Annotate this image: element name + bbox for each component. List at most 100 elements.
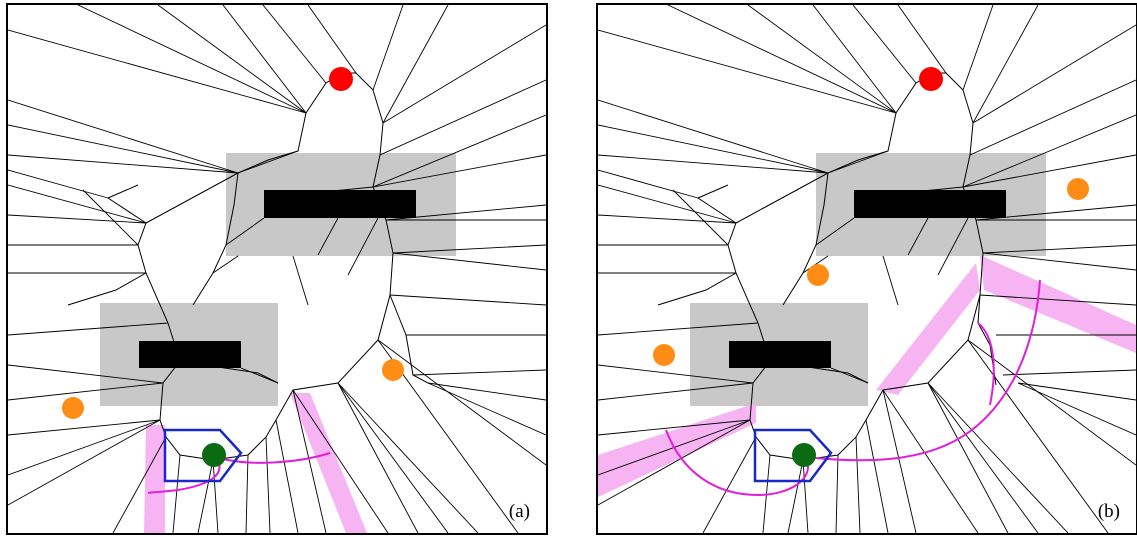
radial-lines [8,5,546,533]
voronoi-ray [802,459,809,533]
voronoi-ray [672,189,729,246]
voronoi-ray [347,217,379,276]
voronoi-ray [747,5,897,114]
voronoi-ray [598,169,699,199]
voronoi-ray [317,217,339,256]
voronoi-ray [382,24,546,124]
voronoi-ray [598,322,759,336]
voronoi-ray [1002,369,1136,376]
voronoi-ray [927,382,1069,533]
corridor-left [598,403,756,497]
voronoi-ray [292,255,309,306]
robot-footprint [753,428,833,483]
trajectory-left [665,429,809,497]
panel-label-a: (a) [508,501,530,522]
voronoi-ray [382,5,449,124]
voronoi-ray [812,5,897,114]
voronoi-ray [389,294,546,306]
voronoi-ray [307,5,357,74]
voronoi-ray [598,382,754,401]
voronoi-ray [372,114,546,188]
robot-marker [202,443,226,467]
corridor-right-lower [876,263,980,395]
other-robot [382,359,404,381]
voronoi-ray [372,154,546,188]
corridor-left [144,425,165,533]
voronoi-ray [197,459,214,533]
voronoi-ray [292,389,327,533]
voronoi-ray [8,154,239,174]
voronoi-diagram-b [598,5,1136,533]
voronoi-ray [240,367,279,384]
other-robot [653,344,675,366]
radial-lines [598,5,1136,533]
other-robot [807,264,829,286]
voronoi-ray [212,459,219,533]
voronoi-ray [598,99,829,174]
goal-marker [329,67,353,91]
voronoi-ray [972,24,1136,124]
voronoi-ray [598,124,829,174]
voronoi-ray [702,436,757,533]
voronoi-diagram-a [8,5,546,533]
voronoi-ray [815,217,855,246]
voronoi-ray [379,79,546,156]
voronoi-ray [265,436,271,533]
voronoi-ray [962,154,1136,188]
voronoi-ray [8,364,164,384]
voronoi-ray [982,252,1136,271]
voronoi-ray [225,217,265,246]
voronoi-ray [372,5,404,91]
trajectory-right-branch [977,322,995,406]
voronoi-ray [82,189,139,246]
panel-a: (a) [6,3,548,535]
voronoi-ray [8,214,147,224]
robot-marker [792,443,816,467]
voronoi-ray [237,150,299,174]
voronoi-ray [275,419,299,533]
voronoi-ray [962,5,994,91]
voronoi-ray [598,419,751,506]
voronoi-ray [598,29,897,114]
voronoi-ray [8,29,307,114]
voronoi-ray [897,5,947,74]
voronoi-ray [157,5,307,114]
voronoi-ray [427,382,546,401]
voronoi-ray [222,5,307,114]
trajectory-right [215,452,331,464]
voronoi-ray [392,244,546,254]
voronoi-ray [882,255,899,306]
voronoi-ray [598,214,737,224]
voronoi-ray [972,5,1039,124]
voronoi-ray [969,79,1136,156]
voronoi-ray [982,244,1136,254]
voronoi-ray [392,252,546,271]
corridor-right [290,393,367,533]
voronoi-ray [112,436,167,533]
voronoi-ray [937,217,969,276]
voronoi-ray [787,459,804,533]
voronoi-ray [962,114,1136,188]
voronoi-ray [77,5,307,114]
voronoi-ray [292,389,389,533]
voronoi-ray [830,367,869,384]
voronoi-ray [835,454,839,533]
voronoi-ray [8,184,147,224]
voronoi-ray [262,5,327,84]
voronoi-ray [855,436,861,533]
voronoi-ray [598,154,829,174]
voronoi-ray [8,169,109,199]
voronoi-ray [172,454,181,533]
trajectory-left [147,456,221,494]
voronoi-ray [865,419,889,533]
other-robot [62,397,84,419]
corridor-right-upper [980,255,1136,353]
voronoi-ray [967,339,1136,466]
voronoi-ray [1017,382,1136,401]
voronoi-ray [337,382,479,533]
voronoi-ray [598,364,754,384]
voronoi-ray [412,369,546,376]
voronoi-ray [8,124,239,174]
obstacle-left [729,341,831,368]
obstacle-top [264,190,416,218]
